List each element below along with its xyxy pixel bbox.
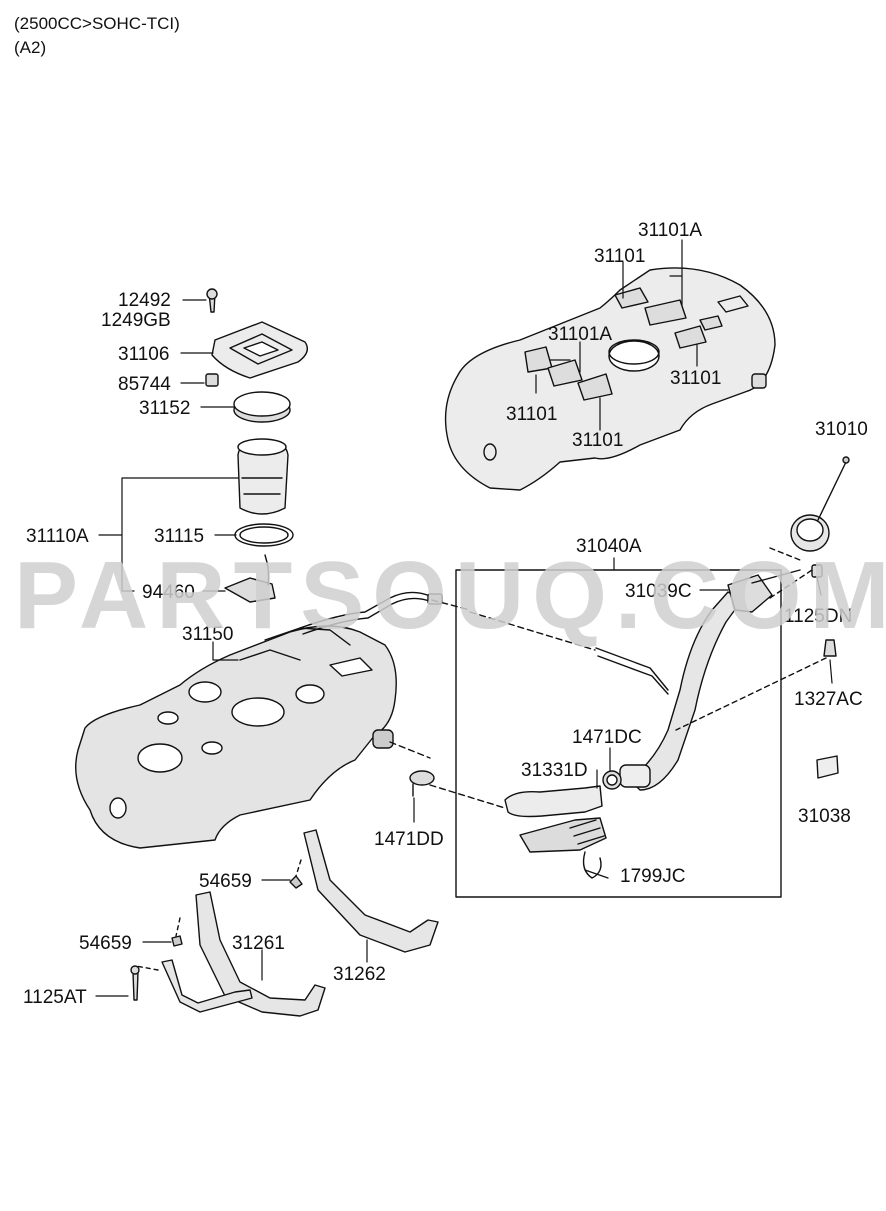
label-1249GB: 1249GB xyxy=(101,310,171,331)
clamp-1471DC xyxy=(602,770,622,790)
label-1471DD: 1471DD xyxy=(374,829,444,850)
label-31331D: 31331D xyxy=(521,760,588,781)
hose-clamp-1471DD xyxy=(409,770,435,797)
filler-neck xyxy=(504,574,773,879)
filler-neck-group-box xyxy=(455,569,782,898)
fuel-filler-cap xyxy=(790,456,850,552)
label-31101-bottom: 31101 xyxy=(572,430,623,451)
label-31039C: 31039C xyxy=(625,581,692,602)
label-31152: 31152 xyxy=(139,398,190,419)
nut-1327AC xyxy=(823,639,837,657)
watermark: PARTSOUQ.COM xyxy=(14,542,886,649)
label-12492: 12492 xyxy=(118,290,171,311)
label-31101A-mid: 31101A xyxy=(548,324,612,345)
label-1327AC: 1327AC xyxy=(794,689,863,710)
tank-strap-31261 xyxy=(161,891,326,1017)
label-31101-top: 31101 xyxy=(594,246,645,267)
label-31040A: 31040A xyxy=(576,536,642,557)
label-31010: 31010 xyxy=(815,419,868,440)
label-1471DC: 1471DC xyxy=(572,727,642,748)
label-54659-a: 54659 xyxy=(199,871,252,892)
fuel-pump-assembly xyxy=(205,288,308,603)
label-31150: 31150 xyxy=(182,624,233,645)
label-31110A: 31110A xyxy=(26,526,89,547)
label-54659-b: 54659 xyxy=(79,933,132,954)
label-31262: 31262 xyxy=(333,964,386,985)
label-31101-left: 31101 xyxy=(506,404,557,425)
engine-spec-label: (2500CC>SOHC-TCI) xyxy=(14,14,180,33)
label-94460: 94460 xyxy=(142,582,195,603)
nut-54659-a xyxy=(289,875,303,889)
label-1799JC: 1799JC xyxy=(620,866,686,887)
label-85744: 85744 xyxy=(118,374,171,395)
bolt-1125AT xyxy=(130,965,140,1001)
label-31106: 31106 xyxy=(118,344,169,365)
leader-lines xyxy=(95,239,833,997)
label-1125AT: 1125AT xyxy=(23,987,87,1008)
part-number-labels: 31101A 31101 31101A 31101 31101 31101 31… xyxy=(23,220,868,1008)
lower-fuel-tank xyxy=(75,625,397,849)
tank-strap-31262 xyxy=(303,829,439,953)
label-31038 xyxy=(816,755,839,779)
nut-54659-b xyxy=(171,935,183,947)
upper-fuel-tank xyxy=(444,267,776,491)
label-31101A-top: 31101A xyxy=(638,220,702,241)
variant-label: (A2) xyxy=(14,38,47,57)
label-31261: 31261 xyxy=(232,933,285,954)
vent-hose xyxy=(299,591,669,695)
label-31038: 31038 xyxy=(798,806,851,827)
label-1125DN: 1125DN xyxy=(784,606,852,627)
label-31101-right: 31101 xyxy=(670,368,721,389)
label-31115: 31115 xyxy=(154,526,204,547)
